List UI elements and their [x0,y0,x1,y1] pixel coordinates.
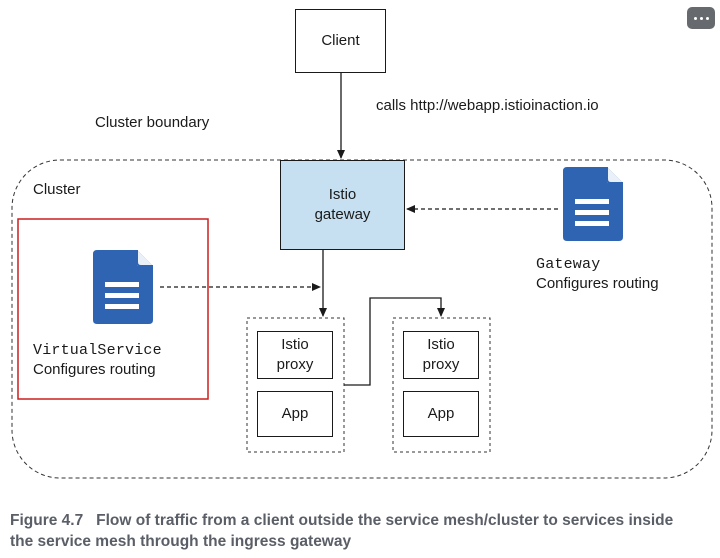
virtualservice-document-icon [93,250,153,324]
gateway-document-icon [563,167,623,241]
istio-gateway-node: Istio gateway [280,160,405,250]
cluster-boundary-label: Cluster boundary [95,114,210,131]
pod-right-container [392,317,491,453]
figure-caption: Figure 4.7 Flow of traffic from a client… [10,510,700,552]
pod-left-app-label: App [281,405,309,422]
pod-right-app-label: App [427,405,455,422]
gateway-desc-label: Configures routing [536,275,659,292]
pod-left-proxy-line1: Istio [281,336,309,353]
more-menu-button[interactable] [687,7,715,29]
figure-caption-text: Flow of traffic from a client outside th… [10,512,674,550]
pod-right-proxy-line2: proxy [422,356,460,373]
pod-left-app: App [257,391,333,437]
more-horizontal-icon [693,16,697,20]
gateway-kind-label: Gateway [536,256,601,273]
figure-number: Figure 4.7 [10,512,84,529]
call-url-label: calls http://webapp.istioinaction.io [376,97,599,114]
client-node: Client [295,9,386,73]
pod-right-proxy-line1: Istio [427,336,455,353]
proxy-to-pod-arrow [344,297,445,386]
istio-gateway-line1: Istio [328,186,357,203]
cluster-label: Cluster [33,181,81,198]
virtualservice-desc-label: Configures routing [33,361,156,378]
pod-left-proxy: Istio proxy [257,331,333,379]
virtualservice-kind-label: VirtualService [33,342,162,359]
istio-gateway-line2: gateway [314,206,371,223]
virtualservice-highlight [17,218,209,400]
pod-right-app: App [403,391,479,437]
client-label: Client [321,32,360,49]
pod-right-proxy: Istio proxy [403,331,479,379]
pod-left-proxy-line2: proxy [276,356,314,373]
